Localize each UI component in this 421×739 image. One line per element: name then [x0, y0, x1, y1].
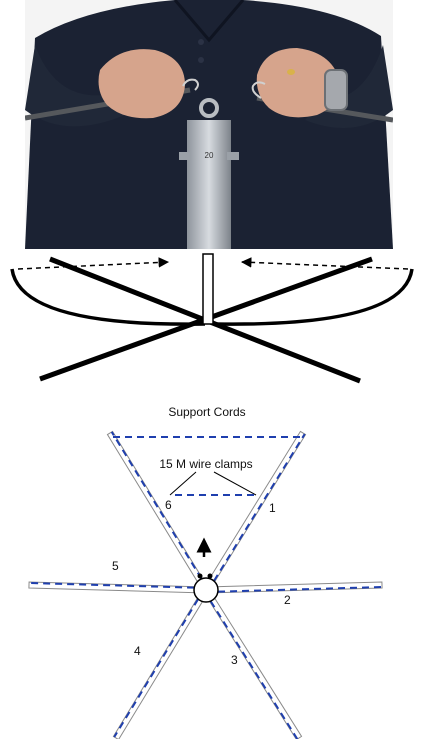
- post-bolt-right: [227, 152, 239, 160]
- arm-5-support-cord: [29, 582, 207, 590]
- arm-3-support-cord: [203, 590, 299, 739]
- arm-label-4: 4: [134, 644, 141, 658]
- arm-label-3: 3: [231, 653, 238, 667]
- arm-3-spreader: [202, 587, 303, 739]
- center-post: [187, 120, 231, 249]
- shirt-collar: [173, 0, 245, 43]
- shirt-button: [198, 57, 204, 63]
- photo-hands-bending-arms: 20: [25, 0, 393, 249]
- arm-4-support-cord: [113, 588, 206, 738]
- arm-label-5: 5: [112, 559, 119, 573]
- clamp-pointer-right: [213, 471, 257, 496]
- post-label: 20: [205, 151, 214, 160]
- left-wire-hook: [182, 78, 199, 91]
- arm-label-2: 2: [284, 593, 291, 607]
- support-cords-diagram: Support Cords 15 M wire clamps 1 2 3 4 5…: [28, 405, 383, 739]
- wristwatch: [324, 69, 348, 111]
- arm-2-support-cord: [206, 585, 383, 593]
- hub-clamp-dot: [197, 573, 203, 579]
- right-wire-hook: [251, 81, 266, 99]
- spreader-arms: [28, 430, 383, 739]
- left-hand: [98, 49, 185, 119]
- support-cords: [29, 431, 383, 739]
- diagram-title: Support Cords: [168, 405, 245, 419]
- arm-1-spreader: [202, 430, 307, 593]
- right-hand: [256, 48, 340, 118]
- bent-arm-right: [214, 268, 414, 326]
- center-post-outline: [202, 253, 214, 325]
- bent-arm-left: [10, 268, 206, 326]
- hub-clamp-dot: [207, 573, 213, 579]
- arm-6-spreader: [106, 430, 210, 593]
- arm-6-support-cord: [110, 431, 209, 590]
- bending-sketch: [10, 253, 414, 384]
- arm-label-1: 1: [269, 501, 276, 515]
- arm-1-support-cord: [206, 433, 306, 592]
- finger-ring: [287, 69, 295, 75]
- bend-direction-arrow-left: [17, 257, 170, 270]
- post-bolt-left: [179, 152, 191, 160]
- center-hub: [193, 577, 219, 603]
- post-eyebolt: [199, 98, 219, 118]
- wire-clamps-label: 15 M wire clamps: [159, 457, 252, 471]
- shirt-button: [198, 39, 204, 45]
- bend-direction-arrow-right: [240, 257, 409, 270]
- clamp-pointer-left: [169, 471, 197, 496]
- arm-label-6: 6: [165, 498, 172, 512]
